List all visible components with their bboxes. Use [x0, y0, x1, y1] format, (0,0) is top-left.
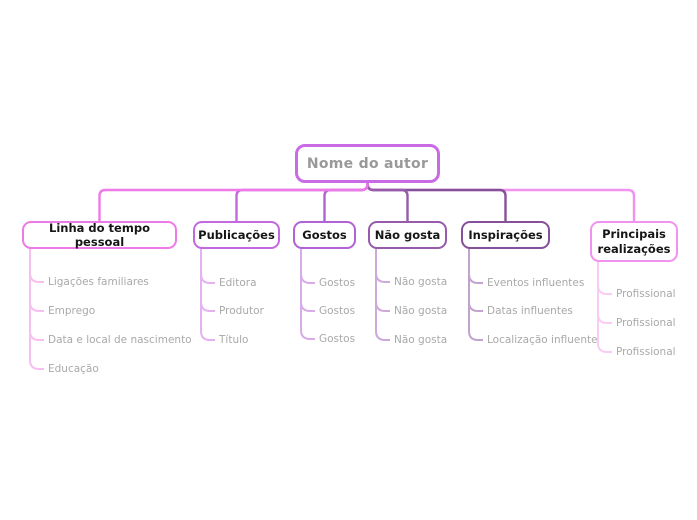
child-item-label[interactable]: Educação	[48, 362, 99, 375]
branch-node-label: Gostos	[302, 227, 347, 242]
branch-node[interactable]: Gostos	[293, 221, 356, 249]
child-item-label[interactable]: Título	[219, 333, 249, 346]
child-item-label[interactable]: Profissional	[616, 287, 676, 300]
connector-path	[597, 262, 612, 353]
connector-path	[200, 273, 215, 284]
connector-path	[300, 301, 315, 312]
child-item-label[interactable]: Gostos	[319, 304, 356, 317]
connector-path	[375, 272, 390, 283]
child-item-label[interactable]: Data e local de nascimento	[48, 333, 192, 346]
child-item-label[interactable]: Gostos	[319, 276, 356, 289]
connector-path	[29, 301, 44, 312]
root-node[interactable]: Nome do autor	[295, 144, 440, 183]
connector-path	[375, 301, 390, 312]
connector-path	[366, 183, 409, 221]
child-item-label[interactable]: Não gosta	[394, 304, 448, 317]
branch-node[interactable]: Publicações	[193, 221, 280, 249]
connector-path	[323, 183, 369, 221]
child-item-label[interactable]: Não gosta	[394, 333, 448, 346]
connector-path	[300, 249, 315, 340]
branch-node-label: Inspirações	[468, 227, 543, 242]
connector-path	[468, 273, 483, 284]
connector-path	[29, 330, 44, 341]
child-item-label[interactable]: Ligações familiares	[48, 275, 149, 288]
connector-path	[98, 183, 369, 221]
root-node-label: Nome do autor	[306, 155, 429, 172]
branch-node[interactable]: Não gosta	[368, 221, 447, 249]
connector-path	[375, 249, 390, 341]
connector-path	[468, 249, 483, 341]
connector-path	[235, 183, 369, 221]
branch-node-label: Principais realizações	[597, 227, 671, 256]
connector-path	[300, 273, 315, 284]
connector-path	[597, 284, 612, 295]
child-item-label[interactable]: Localização influente	[487, 333, 598, 346]
connector-path	[366, 183, 507, 221]
child-item-label[interactable]: Editora	[219, 276, 257, 289]
connector-path	[200, 249, 215, 341]
connector-path	[29, 249, 44, 370]
child-item-label[interactable]: Gostos	[319, 332, 356, 345]
child-item-label[interactable]: Profissional	[616, 345, 676, 358]
branch-node-label: Não gosta	[374, 227, 441, 242]
branch-node[interactable]: Inspirações	[461, 221, 550, 249]
branch-node-label: Publicações	[198, 227, 275, 242]
connector-path	[468, 301, 483, 312]
child-item-label[interactable]: Emprego	[48, 304, 96, 317]
branch-node-label: Linha do tempo pessoal	[49, 220, 150, 249]
branch-node[interactable]: Linha do tempo pessoal	[22, 221, 177, 249]
connector-path	[29, 272, 44, 283]
child-item-label[interactable]: Não gosta	[394, 275, 448, 288]
branch-node[interactable]: Principais realizações	[590, 221, 678, 262]
child-item-label[interactable]: Eventos influentes	[487, 276, 585, 289]
connector-path	[200, 301, 215, 312]
connector-path	[597, 313, 612, 324]
child-item-label[interactable]: Datas influentes	[487, 304, 573, 317]
child-item-label[interactable]: Profissional	[616, 316, 676, 329]
child-item-label[interactable]: Produtor	[219, 304, 264, 317]
